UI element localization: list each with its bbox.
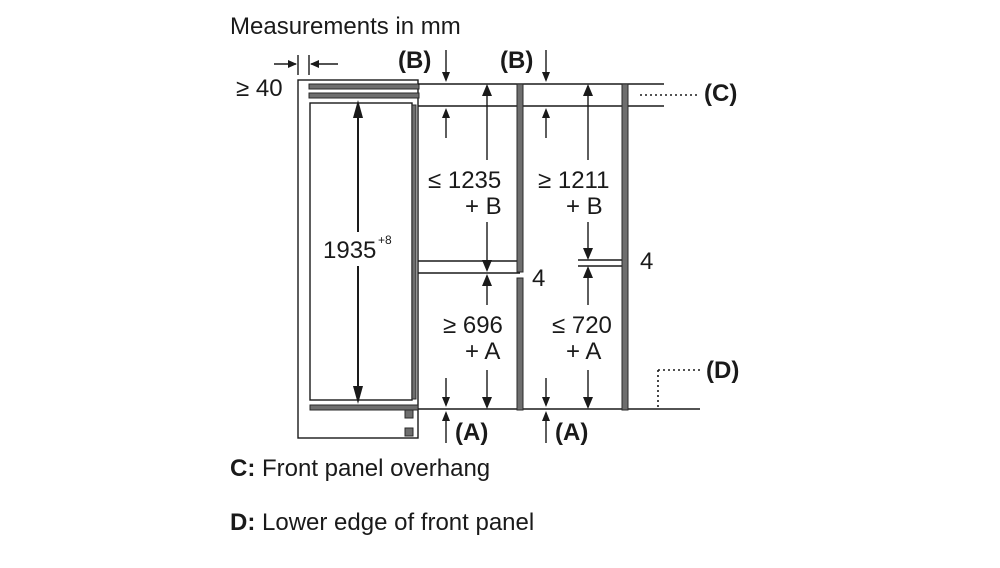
appliance-top-rail	[308, 92, 420, 99]
arrow-up-icon	[583, 84, 593, 96]
arrow-up-icon	[482, 274, 492, 286]
front-panels	[516, 83, 629, 411]
arrow-down-icon	[583, 397, 593, 409]
marker-a-left-group: (A)	[442, 378, 488, 446]
arrow-up-icon	[353, 100, 363, 118]
lower-left-value: ≥ 696	[443, 312, 503, 339]
panel-left-upper	[516, 83, 524, 273]
marker-b-right: (B)	[500, 47, 533, 74]
legend-key-d: D:	[230, 509, 255, 536]
marker-b-right-group: (B)	[500, 47, 550, 138]
lower-left-suffix: + A	[465, 338, 500, 365]
arrow-down-icon	[353, 386, 363, 404]
legend: C: Front panel overhang D: Lower edge of…	[230, 455, 534, 536]
marker-b-left: (B)	[398, 47, 431, 74]
appliance-hinge-lower	[404, 409, 414, 419]
arrow-down-icon	[482, 260, 492, 272]
upper-left-suffix: + B	[465, 193, 502, 220]
marker-d: (D)	[706, 357, 739, 384]
arrow-down-icon	[542, 72, 550, 82]
reference-lines	[418, 83, 700, 410]
lower-right-suffix: + A	[566, 338, 601, 365]
arrow-down-icon	[442, 397, 450, 407]
lower-right-value: ≤ 720	[552, 312, 612, 339]
arrow-up-icon	[583, 266, 593, 278]
arrow-right-icon	[288, 60, 297, 68]
marker-a-right-group: (A)	[542, 378, 588, 446]
marker-a-left: (A)	[455, 419, 488, 446]
panel-left-lower	[516, 277, 524, 411]
mid-gap-left-value: 4	[532, 265, 545, 292]
appliance-door-edge	[411, 104, 417, 400]
marker-d-group: (D)	[657, 357, 739, 408]
marker-c: (C)	[704, 80, 737, 107]
legend-text-d: Lower edge of front panel	[262, 509, 534, 536]
arrow-up-icon	[442, 411, 450, 421]
arrow-up-icon	[482, 84, 492, 96]
marker-a-right: (A)	[555, 419, 588, 446]
arrow-up-icon	[542, 108, 550, 118]
mid-gap-right-value: 4	[640, 248, 653, 275]
appliance-top-bar	[308, 83, 420, 90]
marker-b-left-group: (B)	[398, 47, 450, 138]
upper-left-dimension: ≤ 1235 + B	[428, 84, 502, 272]
top-gap-value: ≥ 40	[236, 75, 283, 102]
arrow-down-icon	[482, 397, 492, 409]
arrow-up-icon	[442, 108, 450, 118]
appliance-foot	[404, 427, 414, 437]
appliance-side-view: 1935 +8	[297, 79, 420, 439]
marker-c-group: (C)	[640, 80, 737, 107]
arrow-left-icon	[310, 60, 319, 68]
legend-key-c: C:	[230, 455, 255, 482]
upper-right-suffix: + B	[566, 193, 603, 220]
arrow-up-icon	[542, 411, 550, 421]
upper-left-value: ≤ 1235	[428, 167, 501, 194]
upper-right-value: ≥ 1211	[538, 167, 609, 194]
upper-right-dimension: ≥ 1211 + B	[538, 84, 609, 260]
legend-text-c: Front panel overhang	[262, 455, 490, 482]
height-value: 1935	[323, 237, 376, 264]
arrow-down-icon	[442, 72, 450, 82]
panel-right	[621, 83, 629, 411]
height-label-bg	[322, 232, 392, 266]
diagram-title: Measurements in mm	[230, 13, 461, 40]
top-gap-dimension: ≥ 40	[236, 55, 338, 102]
appliance-bottom-rail	[309, 404, 419, 411]
arrow-down-icon	[583, 248, 593, 260]
appliance-housing	[297, 79, 419, 439]
lower-left-dimension: ≥ 696 + A	[443, 274, 503, 409]
arrow-down-icon	[542, 397, 550, 407]
height-tolerance: +8	[378, 233, 392, 247]
lower-right-dimension: ≤ 720 + A	[552, 266, 612, 409]
